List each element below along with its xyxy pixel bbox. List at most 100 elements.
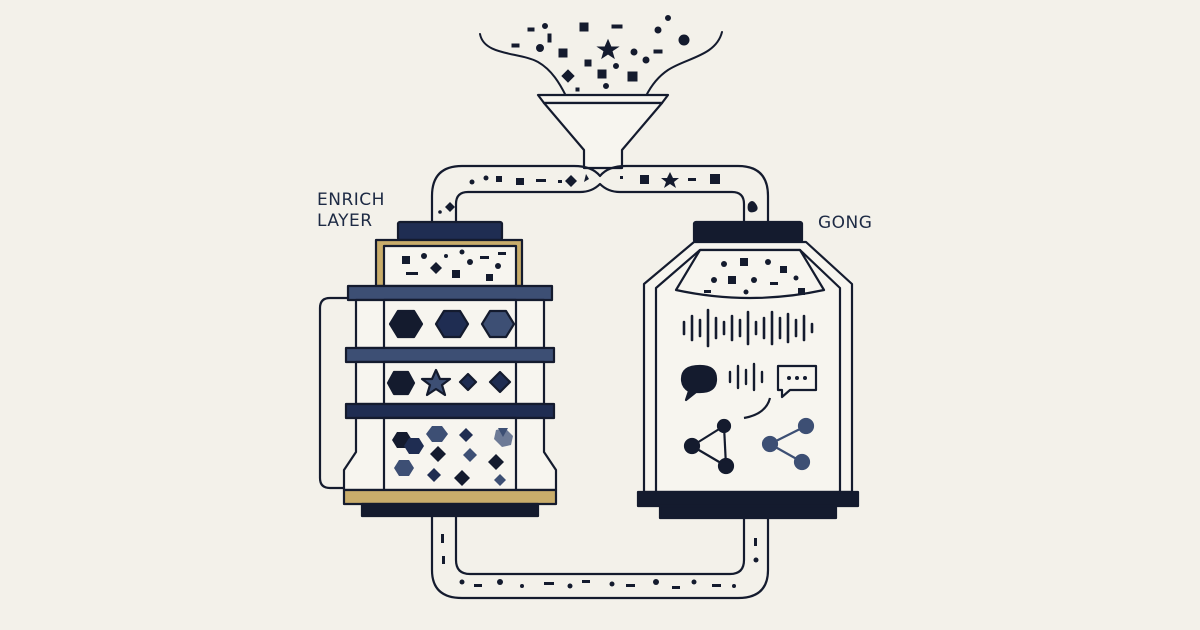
diamond-icon: [459, 428, 473, 442]
dot-particle: [654, 26, 662, 34]
network-graph-icon: [761, 417, 815, 471]
star-particle: [661, 172, 679, 188]
pipe-bottom-inner: [454, 516, 746, 576]
diamond-icon: [488, 370, 512, 394]
dash-particle: [754, 538, 757, 546]
gong-dome: [674, 248, 826, 300]
dot-particle: [497, 579, 503, 585]
diamond-icon: [427, 468, 441, 482]
hexagon-icon: [434, 309, 470, 339]
cloud-right-outline: [645, 31, 723, 97]
square-particle: [558, 48, 568, 58]
diamond-particle: [565, 175, 577, 187]
pipe-top-particles: [438, 172, 758, 214]
dot-particle: [459, 579, 465, 585]
gong-dome-particles: [704, 258, 805, 295]
dot-particle: [642, 56, 650, 64]
dash-particle: [611, 24, 623, 29]
diamond-icon: [458, 372, 478, 392]
enrich-layer-machine-icon: [318, 220, 558, 518]
pipe-top-inner: [454, 182, 746, 222]
gong-machine-icon: [636, 220, 860, 520]
square-particle: [640, 175, 649, 184]
dot-particle: [575, 87, 580, 92]
chip-particle: [584, 174, 589, 182]
chamber-3-inner: [382, 416, 518, 492]
diamond-icon: [454, 470, 470, 486]
pipe-bottom-particles: [441, 534, 759, 589]
hexagon-icon: [394, 460, 414, 476]
dash-particle: [474, 584, 482, 587]
dash-particle: [544, 582, 554, 585]
dot-particle: [542, 23, 548, 29]
dash-particle: [442, 556, 445, 564]
hexagon-icon: [386, 370, 416, 396]
hexagon-icon: [494, 428, 513, 447]
enrich-base-gold: [342, 488, 558, 506]
hexagon-icon: [480, 309, 516, 339]
diamond-particle: [445, 202, 455, 212]
diamond-icon: [488, 454, 504, 470]
diamond-icon: [430, 446, 446, 462]
dash-particle: [511, 43, 520, 48]
soundwave-icon: [682, 308, 814, 348]
incoming-data-cloud: [479, 31, 723, 97]
incoming-data-particles: [511, 15, 690, 92]
enrich-hopper-particles: [402, 249, 506, 281]
funnel-icon: [536, 93, 670, 170]
tray-3: [344, 402, 556, 420]
dash-particle: [712, 584, 721, 587]
dot-particle: [567, 583, 573, 589]
dash-particle: [536, 179, 546, 182]
dot-particle: [520, 584, 524, 588]
soundwave-icon: [728, 362, 764, 392]
square-particle: [496, 176, 502, 182]
dash-particle: [582, 580, 590, 583]
dot-particle: [620, 176, 623, 179]
star-particle: [596, 38, 620, 60]
dot-particle: [753, 557, 759, 563]
dash-particle: [672, 586, 680, 589]
hexagon-icon: [404, 438, 424, 454]
enrich-base-foot: [360, 502, 540, 518]
square-particle: [710, 174, 720, 184]
dash-particle: [547, 33, 552, 43]
network-graph-icon: [683, 418, 735, 475]
dot-particle: [613, 63, 619, 69]
dot-particle: [653, 579, 659, 585]
diamond-icon: [494, 474, 506, 486]
pipe-bottom-outer: [430, 516, 770, 600]
chamber-3-shapes: [392, 426, 513, 486]
pipe-icon: [430, 164, 770, 600]
gong-cap: [692, 220, 804, 244]
gong-label: GONG: [818, 213, 872, 234]
enrich-layer-label-line1: ENRICH: [317, 190, 385, 210]
dot-particle: [691, 579, 697, 585]
speech-bubble-icon: [680, 364, 718, 402]
square-particle: [627, 71, 638, 82]
dot-particle: [483, 175, 489, 181]
diamond-icon: [463, 448, 477, 462]
square-particle: [516, 178, 524, 185]
side-pipe: [318, 296, 350, 490]
gong-label-text: GONG: [818, 213, 873, 233]
dot-particle: [536, 44, 544, 52]
square-particle: [597, 69, 607, 79]
dot-particle: [469, 179, 475, 185]
dot-particle: [438, 210, 442, 214]
cloud-left-outline: [479, 33, 567, 97]
dash-particle: [527, 27, 535, 32]
enrich-layer-label-line2: LAYER: [317, 211, 373, 231]
enrich-layer-label: ENRICH LAYER: [317, 190, 385, 232]
dash-particle: [558, 180, 562, 183]
star-icon: [420, 368, 452, 397]
dash-particle: [653, 49, 663, 54]
hexagon-icon: [388, 309, 424, 339]
blob-particle: [747, 201, 758, 213]
connector-curve: [743, 397, 772, 420]
dot-particle: [678, 34, 690, 46]
dot-particle: [630, 48, 638, 56]
hexagon-icon: [426, 426, 448, 442]
